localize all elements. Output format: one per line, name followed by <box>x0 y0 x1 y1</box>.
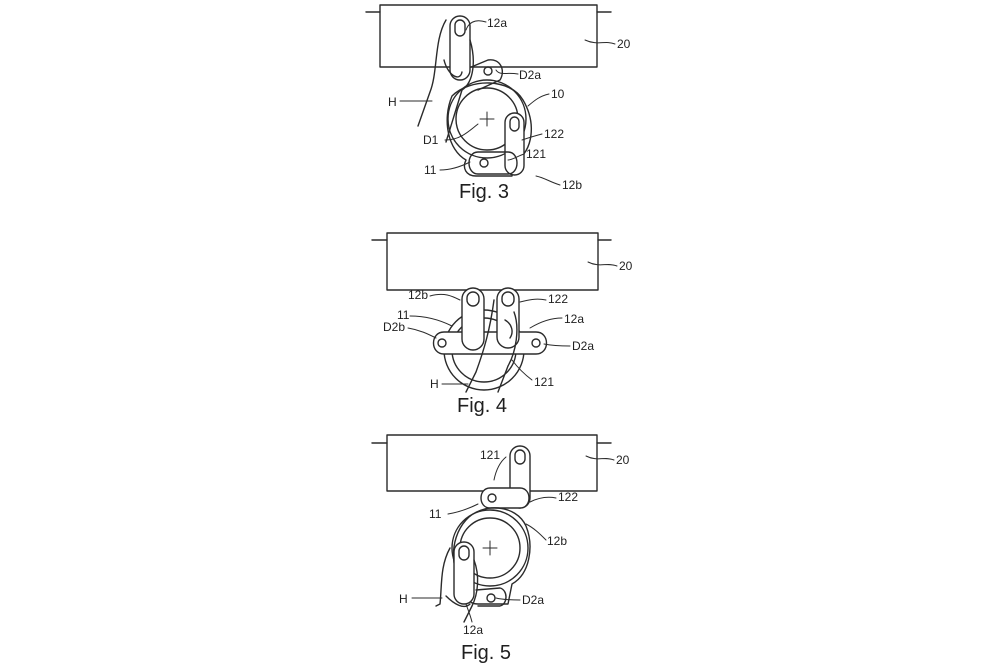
fig3-label-d2a: D2a <box>519 68 541 82</box>
fig3-label-122: 122 <box>544 127 564 141</box>
fig3-label-12a: 12a <box>487 16 507 30</box>
beam-20 <box>371 232 612 291</box>
lever-122 <box>496 287 520 349</box>
pivot-11 <box>480 487 530 509</box>
fig5-label-20: 20 <box>616 453 630 467</box>
fig4-label-11: 11 <box>397 308 410 322</box>
fig3-caption: Fig. 3 <box>459 181 509 203</box>
link-bar <box>432 331 548 355</box>
fig4-label-122: 122 <box>548 292 568 306</box>
fig5-label-122: 122 <box>558 490 578 504</box>
lever-12a <box>449 15 471 81</box>
beam-20 <box>371 434 612 492</box>
leader-lines-fig3 <box>399 20 616 186</box>
pivot-d2a <box>463 59 504 91</box>
pivot-d2a <box>475 587 507 607</box>
fig4-label-20: 20 <box>619 259 633 273</box>
hand-h <box>435 547 479 623</box>
leader-lines-fig4 <box>407 261 618 385</box>
fig5-label-12b: 12b <box>547 534 567 548</box>
lever-122 <box>504 112 525 176</box>
fig5-caption: Fig. 5 <box>461 642 511 664</box>
fig3-label-10: 10 <box>551 87 565 101</box>
figure-5: 121 20 122 11 12b H D2a 12a Fig. 5 <box>371 434 630 664</box>
fig5-label-h: H <box>399 592 408 606</box>
fig5-label-11: 11 <box>429 507 442 521</box>
fig5-label-12a: 12a <box>463 623 483 637</box>
lever-12b <box>461 287 485 351</box>
fig3-label-121: 121 <box>526 147 546 161</box>
hand-h <box>417 19 474 143</box>
lever-12a <box>453 541 475 605</box>
fig4-label-121: 121 <box>534 375 554 389</box>
fig4-label-d2a: D2a <box>572 339 594 353</box>
fig5-label-d2a: D2a <box>522 593 544 607</box>
fig3-label-d1: D1 <box>423 133 439 147</box>
pivot-11 <box>468 151 518 175</box>
hand-h <box>465 299 518 393</box>
fig3-label-h: H <box>388 95 397 109</box>
fig4-caption: Fig. 4 <box>457 395 507 417</box>
fig4-label-12b: 12b <box>408 288 428 302</box>
fig3-label-12b: 12b <box>562 178 582 192</box>
figure-3: 12a 20 D2a 10 H D1 122 121 11 12b Fig. 3 <box>365 4 631 203</box>
leader-lines-fig5 <box>411 455 615 623</box>
fig3-label-11: 11 <box>424 163 437 177</box>
fig5-label-121: 121 <box>480 448 500 462</box>
fig3-label-20: 20 <box>617 37 631 51</box>
fig4-label-12a: 12a <box>564 312 584 326</box>
figure-4: 20 12b 122 11 12a D2b D2a H 121 Fig. 4 <box>371 232 633 417</box>
fig4-label-d2b: D2b <box>383 320 405 334</box>
beam-20 <box>365 4 612 68</box>
fig4-label-h: H <box>430 377 439 391</box>
